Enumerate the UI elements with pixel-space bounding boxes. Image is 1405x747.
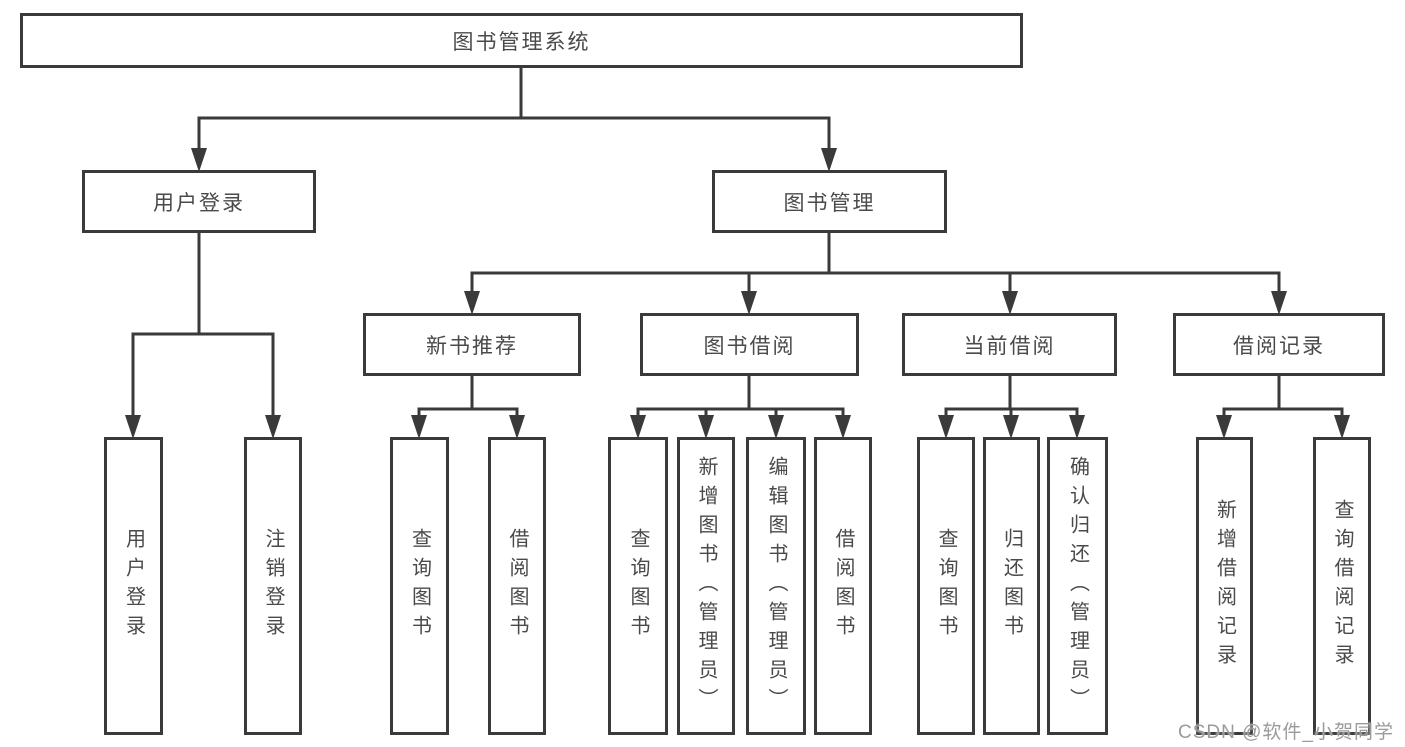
watermark: CSDN @软件_小贺同学 [1178,722,1394,743]
node-book-borrowing: 图书借阅 [640,313,859,376]
node-book-management: 图书管理 [712,170,947,233]
node-label: 查询图书 [627,528,649,644]
node-label: 查询借阅记录 [1331,499,1353,673]
node-label: 查询图书 [935,528,957,644]
node-records-query-record: 查询借阅记录 [1313,437,1371,735]
node-current-confirm-return-admin: 确认归还（管理员） [1047,437,1108,735]
node-user-login: 用户登录 [82,170,316,233]
node-label: 编辑图书（管理员） [765,455,787,717]
node-label: 新增图书（管理员） [695,455,717,717]
node-current-return-books: 归还图书 [983,437,1040,735]
node-user-login-action: 用户登录 [104,437,163,735]
node-label: 当前借阅 [963,334,1056,358]
node-library-system: 图书管理系统 [20,13,1023,68]
node-logout-action: 注销登录 [244,437,302,735]
node-borrowing-edit-books-admin: 编辑图书（管理员） [746,437,806,735]
node-label: 借阅记录 [1233,334,1325,358]
node-new-book-recommend: 新书推荐 [363,313,581,376]
node-records-add-record: 新增借阅记录 [1196,437,1253,735]
node-current-borrowing: 当前借阅 [902,313,1117,376]
node-label: 图书管理 [783,191,876,215]
node-label: 归还图书 [1000,528,1023,644]
node-label: 新增借阅记录 [1213,499,1236,673]
node-label: 图书借阅 [703,334,796,358]
node-label: 用户登录 [153,191,245,215]
node-label: 借阅图书 [832,528,854,644]
node-borrowing-add-books-admin: 新增图书（管理员） [677,437,735,735]
node-label: 查询图书 [408,528,431,644]
node-label: 图书管理系统 [452,30,591,54]
node-label: 新书推荐 [426,334,518,358]
node-recommend-borrow-books: 借阅图书 [488,437,546,735]
node-borrow-records: 借阅记录 [1173,313,1385,376]
node-label: 注销登录 [262,528,284,644]
node-label: 借阅图书 [506,528,528,644]
node-recommend-query-books: 查询图书 [390,437,449,735]
node-borrowing-query-books: 查询图书 [608,437,668,735]
node-label: 确认归还（管理员） [1066,455,1089,717]
node-label: 用户登录 [122,528,145,644]
node-borrowing-borrow-books: 借阅图书 [814,437,872,735]
node-current-query-books: 查询图书 [917,437,975,735]
